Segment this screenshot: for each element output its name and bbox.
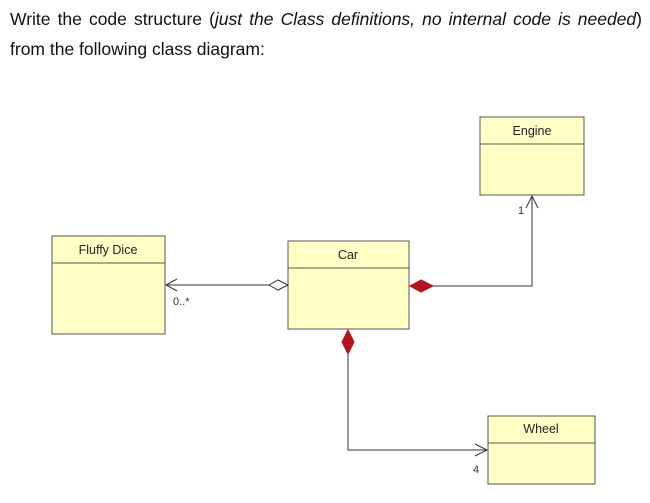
class-fluffy-dice: Fluffy Dice: [51, 235, 166, 335]
composition-car-wheel: [341, 328, 489, 457]
class-fluffy-dice-box: [51, 235, 166, 335]
class-wheel: Wheel: [487, 415, 596, 485]
class-engine: Engine: [479, 116, 585, 196]
aggregation-car-fluffy-dice: [164, 278, 290, 292]
class-car-box: [287, 240, 410, 330]
class-engine-name: Engine: [513, 124, 552, 138]
hollow-diamond-car: [267, 279, 290, 291]
multiplicity-wheel: 4: [473, 464, 479, 476]
open-arrowhead-fluffy-dice: [164, 278, 178, 292]
class-wheel-name: Wheel: [523, 422, 558, 436]
open-arrowhead-wheel: [474, 443, 489, 457]
question-part-1: Write the code structure (: [10, 9, 215, 29]
class-car: Car: [287, 240, 410, 330]
multiplicity-engine: 1: [518, 205, 524, 217]
question-text: Write the code structure (just the Class…: [10, 4, 642, 64]
composition-wheel-line: [347, 354, 487, 451]
filled-diamond-car-bottom: [341, 328, 355, 356]
class-engine-box: [479, 116, 585, 196]
class-car-name: Car: [338, 248, 358, 262]
composition-car-engine: [408, 194, 539, 293]
open-arrowhead-engine: [525, 194, 539, 209]
question-part-2: ) from the following class diagram:: [10, 9, 642, 59]
question-italic: just the Class definitions, no internal …: [214, 9, 637, 29]
composition-engine-line: [433, 196, 533, 287]
class-fluffy-dice-name: Fluffy Dice: [79, 243, 138, 257]
multiplicity-fluffy-dice: 0..*: [173, 296, 190, 308]
filled-diamond-car-right: [408, 279, 435, 293]
